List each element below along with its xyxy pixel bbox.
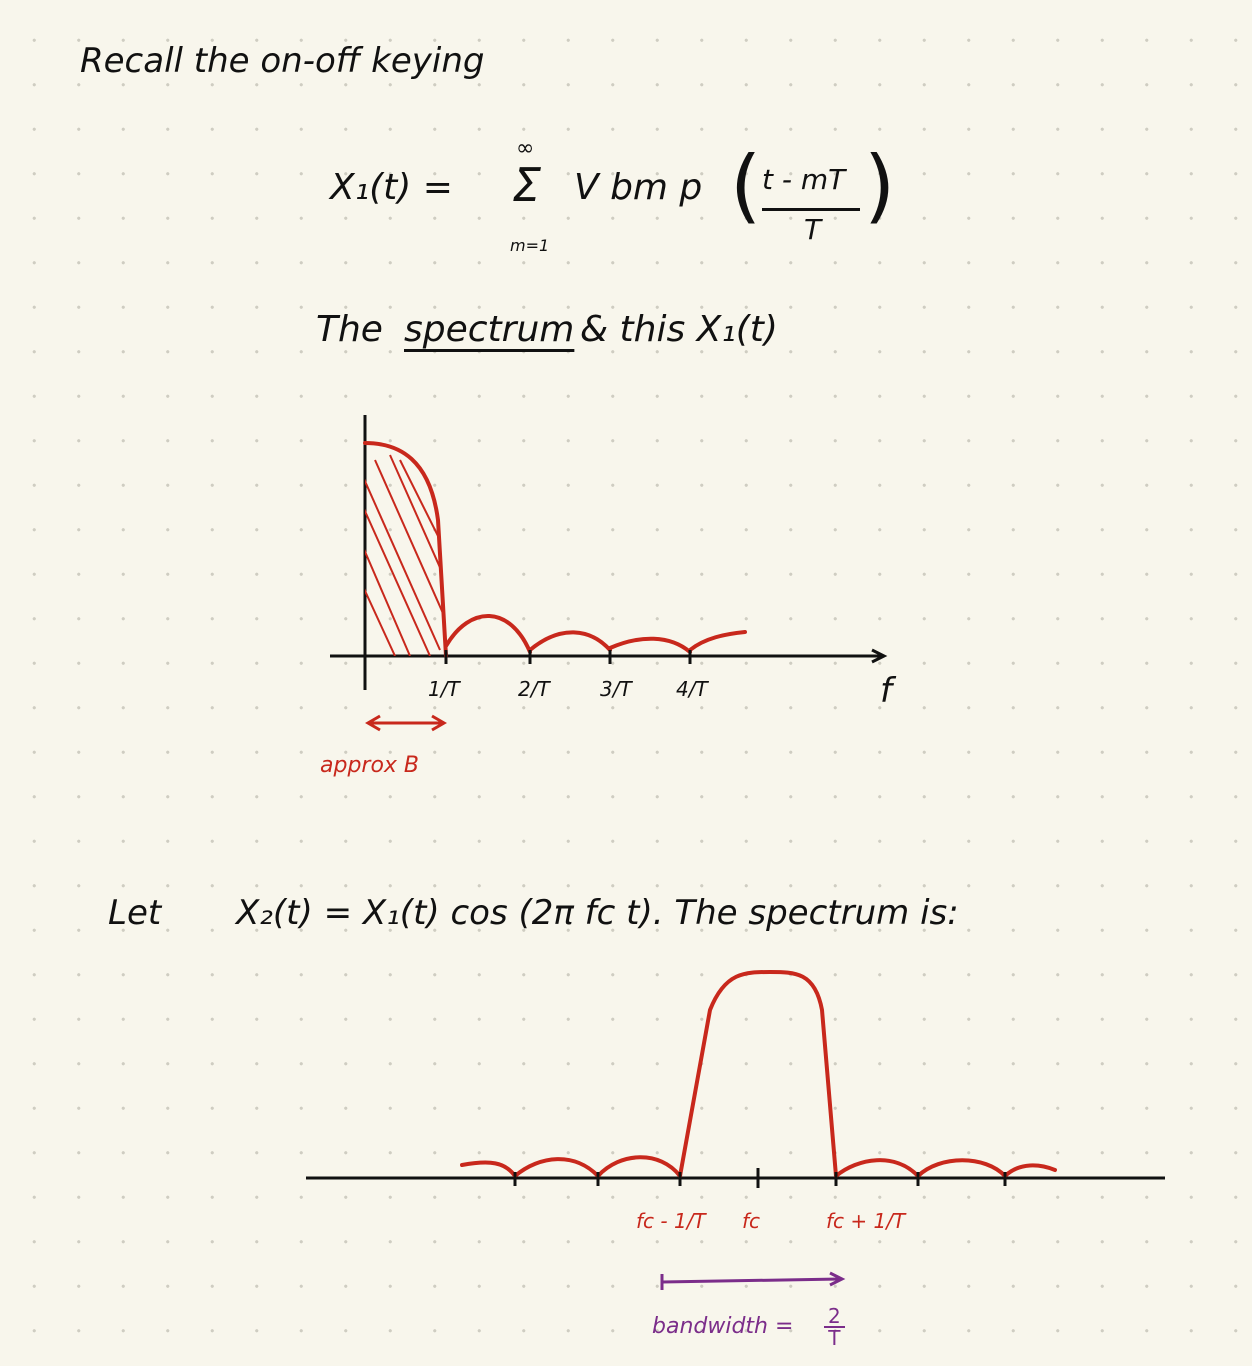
let-word: Let [108, 893, 162, 933]
main-lobe-hatching [365, 454, 446, 656]
left-side-lobe-3 [596, 1155, 682, 1178]
baseband-spectrum-graph: 1/T 2/T 3/T 4/T f approx B [320, 415, 897, 778]
side-lobe-1 [444, 614, 532, 654]
spectrum-rest: & this X₁(t) [580, 309, 778, 350]
equation-x1-body: V bm p [574, 167, 703, 208]
fraction-numerator: t - mT [762, 163, 846, 196]
sum-symbol: Σ [512, 158, 542, 212]
bandwidth-numerator: 2 [824, 1306, 845, 1328]
spectrum-word: spectrum [404, 309, 575, 350]
sum-lower-limit: m=1 [510, 236, 550, 255]
left-side-lobe-2 [513, 1157, 600, 1178]
tick-label-fc: fc [742, 1209, 760, 1233]
tick-label-3: 3/T [600, 677, 633, 701]
tick-label-fc-minus: fc - 1/T [636, 1209, 707, 1233]
main-lobe-curve [363, 441, 448, 658]
fraction-bar [762, 208, 860, 211]
spectrum-the: The [316, 309, 383, 350]
bandwidth-denominator: T [828, 1326, 841, 1350]
bandwidth-text: bandwidth = [652, 1314, 794, 1339]
approx-b-label: approx B [320, 753, 419, 778]
x-axis-arrowhead [871, 648, 888, 664]
sum-upper-limit: ∞ [516, 136, 535, 161]
equation-x1-lhs: X₁(t) = [330, 167, 453, 208]
bandwidth-arrow [661, 1277, 841, 1284]
tick-label-4: 4/T [676, 677, 709, 701]
x-ticks-2 [513, 1168, 1007, 1188]
intro-text: Recall the on-off keying [80, 41, 485, 81]
fraction-denominator: T [804, 213, 822, 246]
left-side-lobe-1 [460, 1160, 517, 1178]
right-paren: ) [864, 139, 896, 232]
x-ticks [444, 650, 692, 664]
passband-main-lobe [678, 969, 838, 1178]
right-side-lobe-3 [1003, 1163, 1057, 1178]
side-lobe-2 [528, 630, 612, 652]
tick-label-2: 2/T [518, 677, 551, 701]
side-lobe-4 [688, 630, 747, 652]
right-side-lobe-1 [834, 1158, 920, 1178]
tick-label-fc-plus: fc + 1/T [826, 1209, 907, 1233]
let-equation: X₂(t) = X₁(t) cos (2π fc t). The spectru… [236, 893, 959, 933]
left-paren: ( [730, 139, 762, 232]
tick-label-1: 1/T [428, 677, 461, 701]
x-axis-label: f [880, 671, 897, 711]
right-side-lobe-2 [916, 1158, 1007, 1178]
side-lobe-3 [608, 636, 692, 654]
bandwidth-fraction: 2 T [824, 1306, 845, 1348]
